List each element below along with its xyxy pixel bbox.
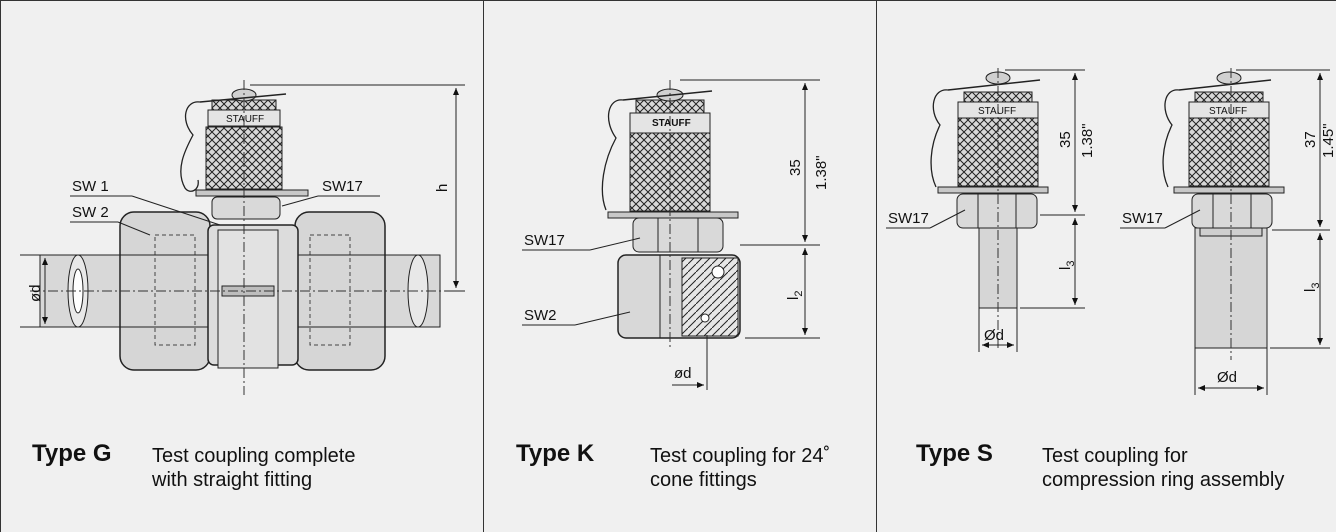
caption-desc-s: Test coupling for compression ring assem…: [1042, 444, 1284, 492]
caption-line: Test coupling complete: [152, 445, 356, 467]
label-l3-left: l3: [1057, 261, 1077, 270]
dim-35-left: 35: [1057, 131, 1074, 148]
drawing-type-g: SW 1 SW 2 SW17 STAUFF h ød: [20, 80, 465, 395]
dim-1-38-in: 1.38": [813, 155, 830, 190]
caption-line: compression ring assembly: [1042, 469, 1285, 491]
label-sw17-left: SW17: [888, 210, 929, 227]
brand-stauff-left: STAUFF: [978, 106, 1016, 117]
caption-line: cone fittings: [650, 469, 757, 491]
caption-desc-k: Test coupling for 24˚ cone fittings: [650, 444, 830, 492]
label-l3-right: l3: [1302, 283, 1322, 292]
brand-stauff: STAUFF: [652, 118, 691, 129]
drawing-type-s-right: SW17 STAUFF 37 1.45" l3 Ød: [1120, 68, 1336, 395]
caption-line: Test coupling for 24˚: [650, 445, 831, 467]
dim-37-right: 37: [1302, 131, 1319, 148]
dim-35: 35: [787, 159, 804, 176]
label-od-left: Ød: [984, 327, 1004, 344]
caption-type-s: Type S: [916, 440, 993, 467]
label-sw17: SW17: [322, 178, 363, 195]
brand-stauff: STAUFF: [226, 114, 264, 125]
drawing-type-s-left: SW17 STAUFF 35 1.38" l3 Ød: [886, 68, 1096, 352]
caption-type-k: Type K: [516, 440, 595, 467]
caption-type-g: Type G: [32, 440, 112, 467]
caption-desc-g: Test coupling complete with straight fit…: [152, 444, 355, 492]
label-sw2: SW2: [524, 307, 557, 324]
label-sw2: SW 2: [72, 204, 109, 221]
label-l2: l2: [785, 291, 805, 300]
label-sw17: SW17: [524, 232, 565, 249]
caption-line: with straight fitting: [152, 469, 313, 491]
label-od: ød: [674, 365, 692, 382]
label-sw1: SW 1: [72, 178, 109, 195]
dim-1-38-in-left: 1.38": [1079, 123, 1096, 158]
dim-1-45-in-right: 1.45": [1320, 123, 1336, 158]
brand-stauff-right: STAUFF: [1209, 106, 1247, 117]
label-h: h: [434, 184, 451, 192]
drawing-type-k: SW17 SW2 STAUFF 35 1.38" l2 ød: [522, 79, 830, 390]
label-sw17-right: SW17: [1122, 210, 1163, 227]
label-od-right: Ød: [1217, 369, 1237, 386]
label-od: ød: [27, 284, 44, 302]
caption-line: Test coupling for: [1042, 445, 1188, 467]
